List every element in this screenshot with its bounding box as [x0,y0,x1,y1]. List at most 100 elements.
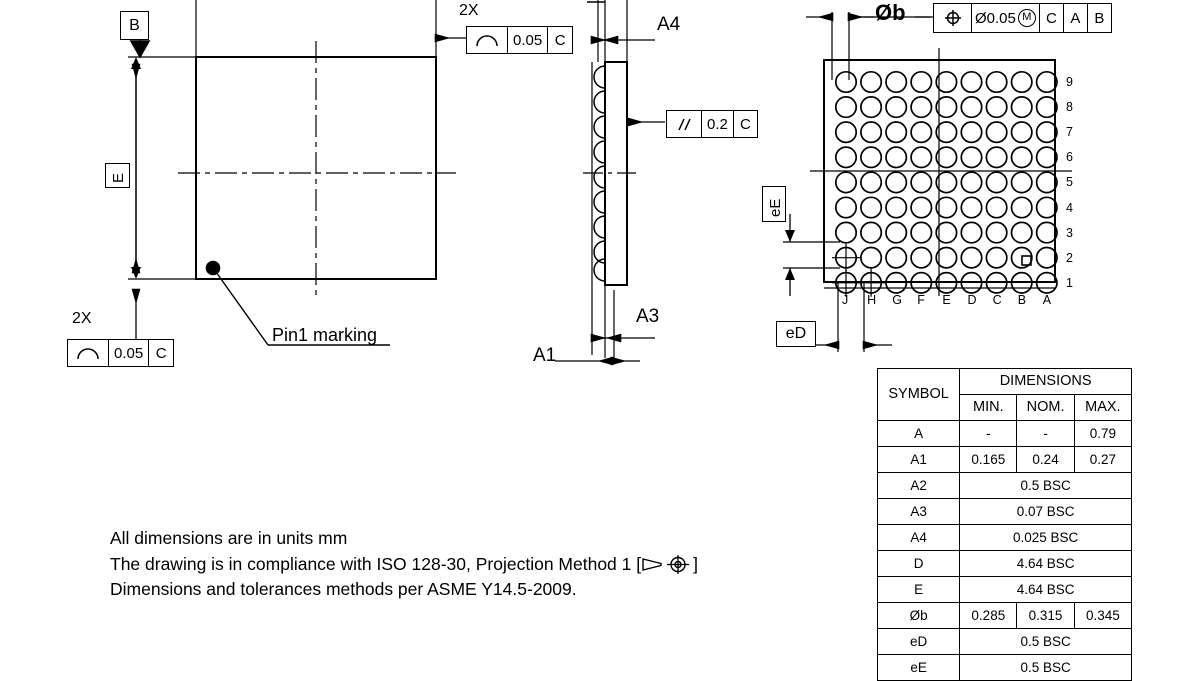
bga-ball [1035,271,1058,294]
table-cell-max: 0.345 [1073,602,1133,629]
pin1-leader [215,271,390,346]
bga-ball [935,96,958,119]
parallelism-tolerance: 0.2 [702,111,734,137]
bga-row-label: 1 [1066,275,1073,290]
bga-column-label: E [942,293,951,307]
bga-ball [910,121,933,144]
bga-ball [935,246,958,269]
bga-ball [885,171,908,194]
bga-ball [1035,221,1058,244]
bga-row-label: 3 [1066,225,1073,240]
parallelism-icon [667,111,702,137]
bga-ball [960,121,983,144]
bga-ball [885,246,908,269]
bga-ball [885,221,908,244]
bga-ball [985,246,1008,269]
bga-ball [860,96,883,119]
bga-ball [910,96,933,119]
header-nom: NOM. [1016,394,1075,421]
flatness-top-tolerance: 0.05 [508,27,549,53]
bga-ball [834,146,858,169]
bga-ball [985,171,1008,194]
table-cell-symbol: D [876,550,961,577]
bga-ball [985,146,1008,169]
note-line-2: The drawing is in compliance with ISO 12… [110,552,698,578]
profile-of-surface-icon-2 [68,340,109,366]
ball-diameter-label: Øb [875,0,906,25]
header-symbol: SYMBOL [876,368,961,421]
bga-column-label: C [992,293,1002,307]
position-icon [934,4,972,32]
bga-row-label: 5 [1066,175,1073,190]
bga-ball [834,171,858,194]
bga-ball [1010,246,1033,269]
eE-dimension [785,214,795,296]
table-cell-symbol: A2 [876,472,961,499]
table-cell-nom: 0.315 [1016,602,1075,629]
dimension-E-label: E [110,172,127,183]
bga-ball [985,196,1008,219]
note-line-2-tail: ] [693,553,698,574]
table-cell-symbol: A1 [876,446,961,473]
position-datum-c: C [1040,4,1064,32]
bga-ball [885,70,908,94]
flatness-top-datum: C [554,31,566,49]
table-cell-symbol: Øb [876,602,961,629]
bga-ball [960,146,983,169]
eD-extension [837,282,865,352]
bga-ball [1010,221,1033,244]
table-cell-symbol: A [876,420,961,447]
bga-ball [860,171,883,194]
table-header-row-2: MIN. NOM. MAX. [878,394,1133,421]
position-datum-a: A [1064,4,1088,32]
table-cell-symbol: A3 [876,498,961,525]
bga-column-label: H [867,293,877,307]
table-cell-nom: 0.24 [1016,446,1075,473]
table-cell-symbol: eE [876,654,961,681]
bga-ball [1035,246,1058,269]
flatness-bottom-fcf: 0.05 C [67,339,175,367]
table-cell-symbol: E [876,576,961,603]
bga-ball [860,146,883,169]
header-min: MIN. [959,394,1018,421]
pin1-marking-label: Pin1 marking [272,325,378,345]
bga-column-label: B [1017,293,1027,307]
table-row: A--0.79 [876,420,1133,447]
table-cell-symbol: A4 [876,524,961,551]
flatness-top-multiplier: 2X [459,2,479,19]
bga-ball [960,246,983,269]
bga-ball [960,96,983,119]
bga-ball [960,196,983,219]
bga-ball [860,246,883,269]
bga-ball [985,121,1008,144]
bga-ball [985,96,1008,119]
flatness-bottom-multiplier: 2X [72,310,92,327]
bga-ball [1010,271,1033,294]
profile-of-surface-icon [467,27,508,53]
table-cell-value: 0.07 BSC [959,498,1132,525]
position-tolerance: Ø0.05 [975,9,1016,27]
eD-label: eD [785,325,807,342]
bga-ball [885,96,908,119]
bga-row-label: 6 [1066,150,1073,165]
bga-column-label: F [917,293,925,307]
bga-column-label: A [1042,293,1052,307]
dimension-A1-label: A1 [533,345,557,366]
bga-ball [834,221,858,244]
bga-ball [935,221,958,244]
datum-b-label: B [129,16,140,34]
bga-ball [834,196,858,219]
table-cell-value: 0.5 BSC [959,654,1132,681]
bga-ball [935,70,958,94]
note-line-2-text: The drawing is in compliance with ISO 12… [110,553,642,574]
eE-label: eE [767,198,784,217]
bga-ball [1035,196,1058,219]
bga-ball [910,70,933,94]
table-header-row-1: SYMBOL DIMENSIONS [876,368,1132,421]
